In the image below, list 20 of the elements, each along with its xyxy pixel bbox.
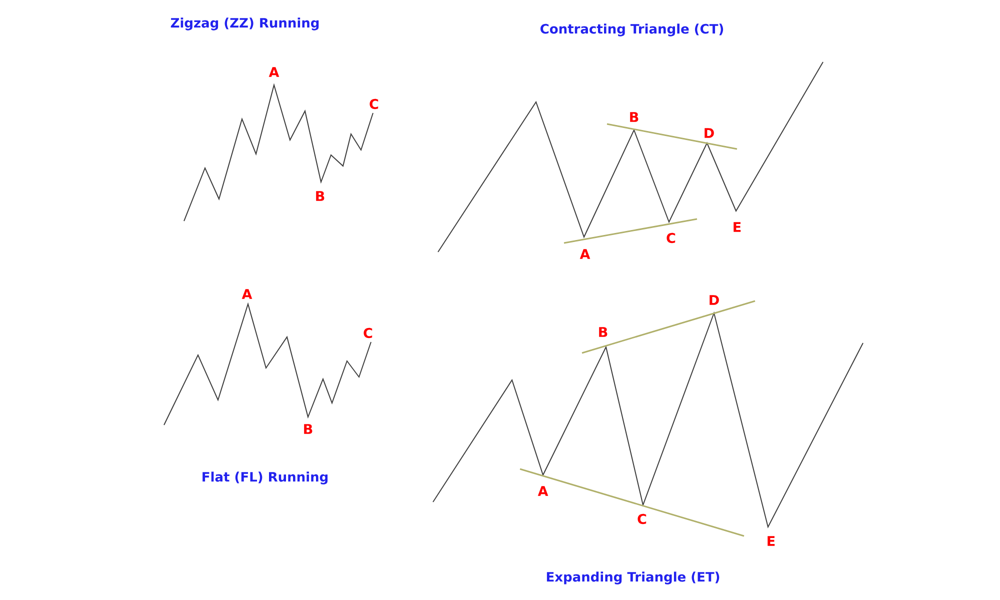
wave-point-label: E <box>768 536 775 546</box>
wave-point-label: C <box>666 232 676 244</box>
wave-point-label: D <box>710 295 719 305</box>
pattern-title: Flat (FL) Running <box>202 472 328 484</box>
wave-point-label: B <box>599 327 608 337</box>
wave-point-label: C <box>370 98 378 110</box>
wave-point-label: B <box>630 112 638 122</box>
pattern-title: Zigzag (ZZ) Running <box>170 18 319 30</box>
wave-point-label: E <box>734 222 741 232</box>
wave-point-label: B <box>316 191 324 201</box>
wave-point-label: A <box>242 289 252 299</box>
wave-point-label: C <box>638 514 646 524</box>
wave-point-label: D <box>704 128 714 138</box>
pattern-title: Expanding Triangle (ET) <box>546 572 720 584</box>
wave-point-label: A <box>580 249 590 259</box>
wave-point-label: B <box>304 424 312 434</box>
wave-point-label: A <box>538 486 548 496</box>
wave-point-label: A <box>268 67 280 77</box>
pattern-title: Contracting Triangle (CT) <box>540 24 724 36</box>
wave-point-label: C <box>364 328 372 338</box>
